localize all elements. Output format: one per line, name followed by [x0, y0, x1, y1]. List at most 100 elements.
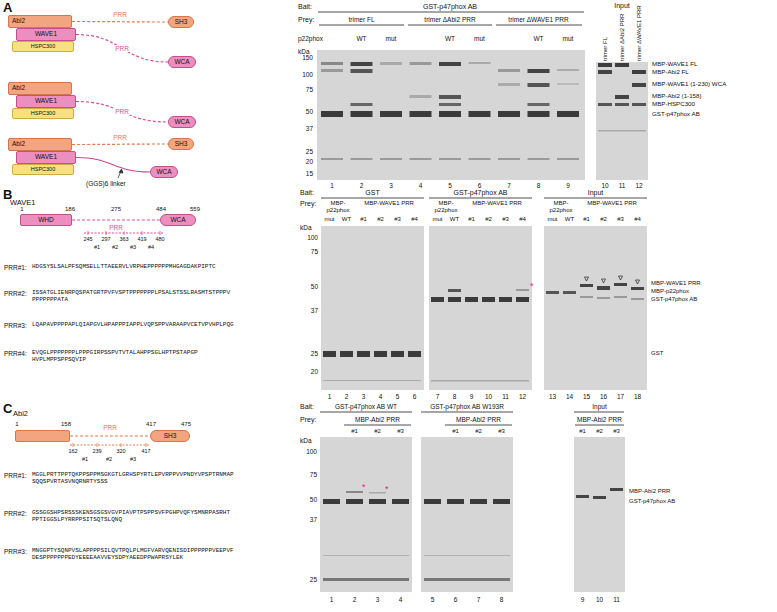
marker-size: 100 [307, 234, 318, 241]
lane-number: 1 [330, 182, 334, 189]
gel-c [574, 437, 625, 592]
gel-a [557, 158, 579, 160]
bait-header: GST-p47phox AB W193R [430, 403, 504, 410]
gel-a [439, 95, 461, 99]
domain-label: WCA [174, 59, 189, 66]
fragment-number: #2 [106, 456, 112, 462]
fragment-number: #2 [112, 244, 118, 250]
header-rule [321, 198, 424, 199]
gel-a [528, 83, 550, 87]
band-label: MBP-Abi2 (1-158) [652, 92, 702, 99]
domain-label: WAVE1 [35, 31, 57, 38]
lane-condition: #3 [617, 216, 624, 223]
gel-b [614, 283, 627, 286]
lane-number: 8 [500, 596, 504, 603]
asterisk: * [385, 484, 389, 494]
gel-b [323, 351, 421, 357]
prey-header: MBP-WAVE1 PRR [580, 200, 644, 207]
bait-header: GST-p47phox AB [423, 3, 477, 11]
lane-condition: WT [565, 216, 574, 223]
fragment-bar [88, 231, 160, 235]
gel-c [323, 578, 409, 581]
gel-b [431, 297, 444, 302]
lane-condition: WT [342, 216, 351, 223]
gel-b [516, 297, 529, 302]
lane-condition: mut [563, 35, 574, 42]
lane-number: 6 [413, 393, 417, 400]
region-label: PRR [102, 424, 118, 431]
header-rule [408, 25, 492, 26]
prey-header: MBP- p22phox [545, 200, 577, 214]
lane-condition: WT [533, 35, 543, 42]
gel-c [323, 499, 340, 504]
lane-number: 11 [613, 596, 620, 603]
residue-number: 1 [20, 206, 23, 213]
domain-box: Abi2 [8, 82, 72, 95]
gel-c [323, 578, 510, 581]
fragment-number: #3 [130, 244, 136, 250]
gel-a [380, 62, 402, 65]
gel-c [346, 499, 363, 504]
marker-size: 37 [306, 125, 313, 132]
lane-number: 9 [566, 182, 570, 189]
residue-number: 158 [61, 421, 71, 428]
residue-number: 559 [190, 206, 200, 213]
lane-condition: #2 [596, 428, 603, 435]
marker-size: 25 [306, 148, 313, 155]
gel-c [320, 437, 412, 592]
header-rule [575, 425, 624, 426]
domain-box: WAVE1 [16, 151, 76, 164]
lane-condition: #1 [351, 428, 358, 435]
lane-condition: #1 [452, 428, 459, 435]
domain-label: WAVE1 [35, 154, 57, 161]
domain-box: SH3 [168, 16, 194, 28]
gel-b [619, 276, 623, 280]
fragment-bar [73, 443, 146, 447]
gel-a-input [632, 70, 646, 74]
gel-b [580, 296, 593, 298]
domain-label: WCA [156, 169, 171, 176]
prey-header: trimer FL [349, 16, 375, 23]
domain-box: WCA [160, 214, 196, 226]
band-label: MBP-WAVE1 (1-230) WCA [652, 80, 726, 87]
gel-a [351, 158, 373, 160]
lane-condition: mut [386, 35, 397, 42]
gel-a [528, 103, 550, 106]
row-header: Bait: [300, 189, 314, 197]
gel-b [431, 297, 529, 302]
gel-a-input [632, 83, 646, 87]
marker-size: 25 [311, 350, 318, 357]
linker-pointer [118, 169, 123, 178]
gel-a [528, 111, 550, 117]
domain-box: WCA [168, 56, 196, 68]
header-rule [574, 412, 624, 413]
gel-b [408, 351, 421, 357]
domain-label: WHD [38, 217, 54, 224]
prr-region-line [72, 21, 168, 23]
gel-c [424, 499, 441, 504]
fragment-bar [70, 445, 150, 446]
residue-number: 417 [146, 421, 156, 428]
asterisk: * [362, 482, 366, 492]
gel-a [469, 62, 491, 64]
bait-header: Input [592, 403, 606, 410]
marker-size: 37 [311, 307, 318, 314]
gel-a [321, 62, 343, 65]
lane-number: 6 [454, 596, 458, 603]
fragment-name: PRR#3: [4, 322, 27, 329]
sequence-text: EVQGLPPPPPPPLPPPGIRPSSPVTVTALAHPPSGLHPTP… [32, 350, 242, 364]
gel-a [351, 62, 373, 66]
gel-b [580, 296, 644, 300]
region-label: PRR [114, 45, 130, 52]
gel-a-input [596, 62, 648, 180]
region-label: PRR [112, 11, 128, 18]
lane-number: 8 [453, 393, 457, 400]
band-label: MBP-p22phox [651, 288, 689, 295]
domain-box: SH3 [168, 138, 194, 150]
marker-size: 50 [306, 108, 313, 115]
gel-b [602, 279, 606, 283]
gel-a [498, 158, 520, 160]
lane-condition: #1 [360, 216, 367, 223]
gel-b [516, 289, 529, 291]
fragment-bar [124, 231, 125, 235]
